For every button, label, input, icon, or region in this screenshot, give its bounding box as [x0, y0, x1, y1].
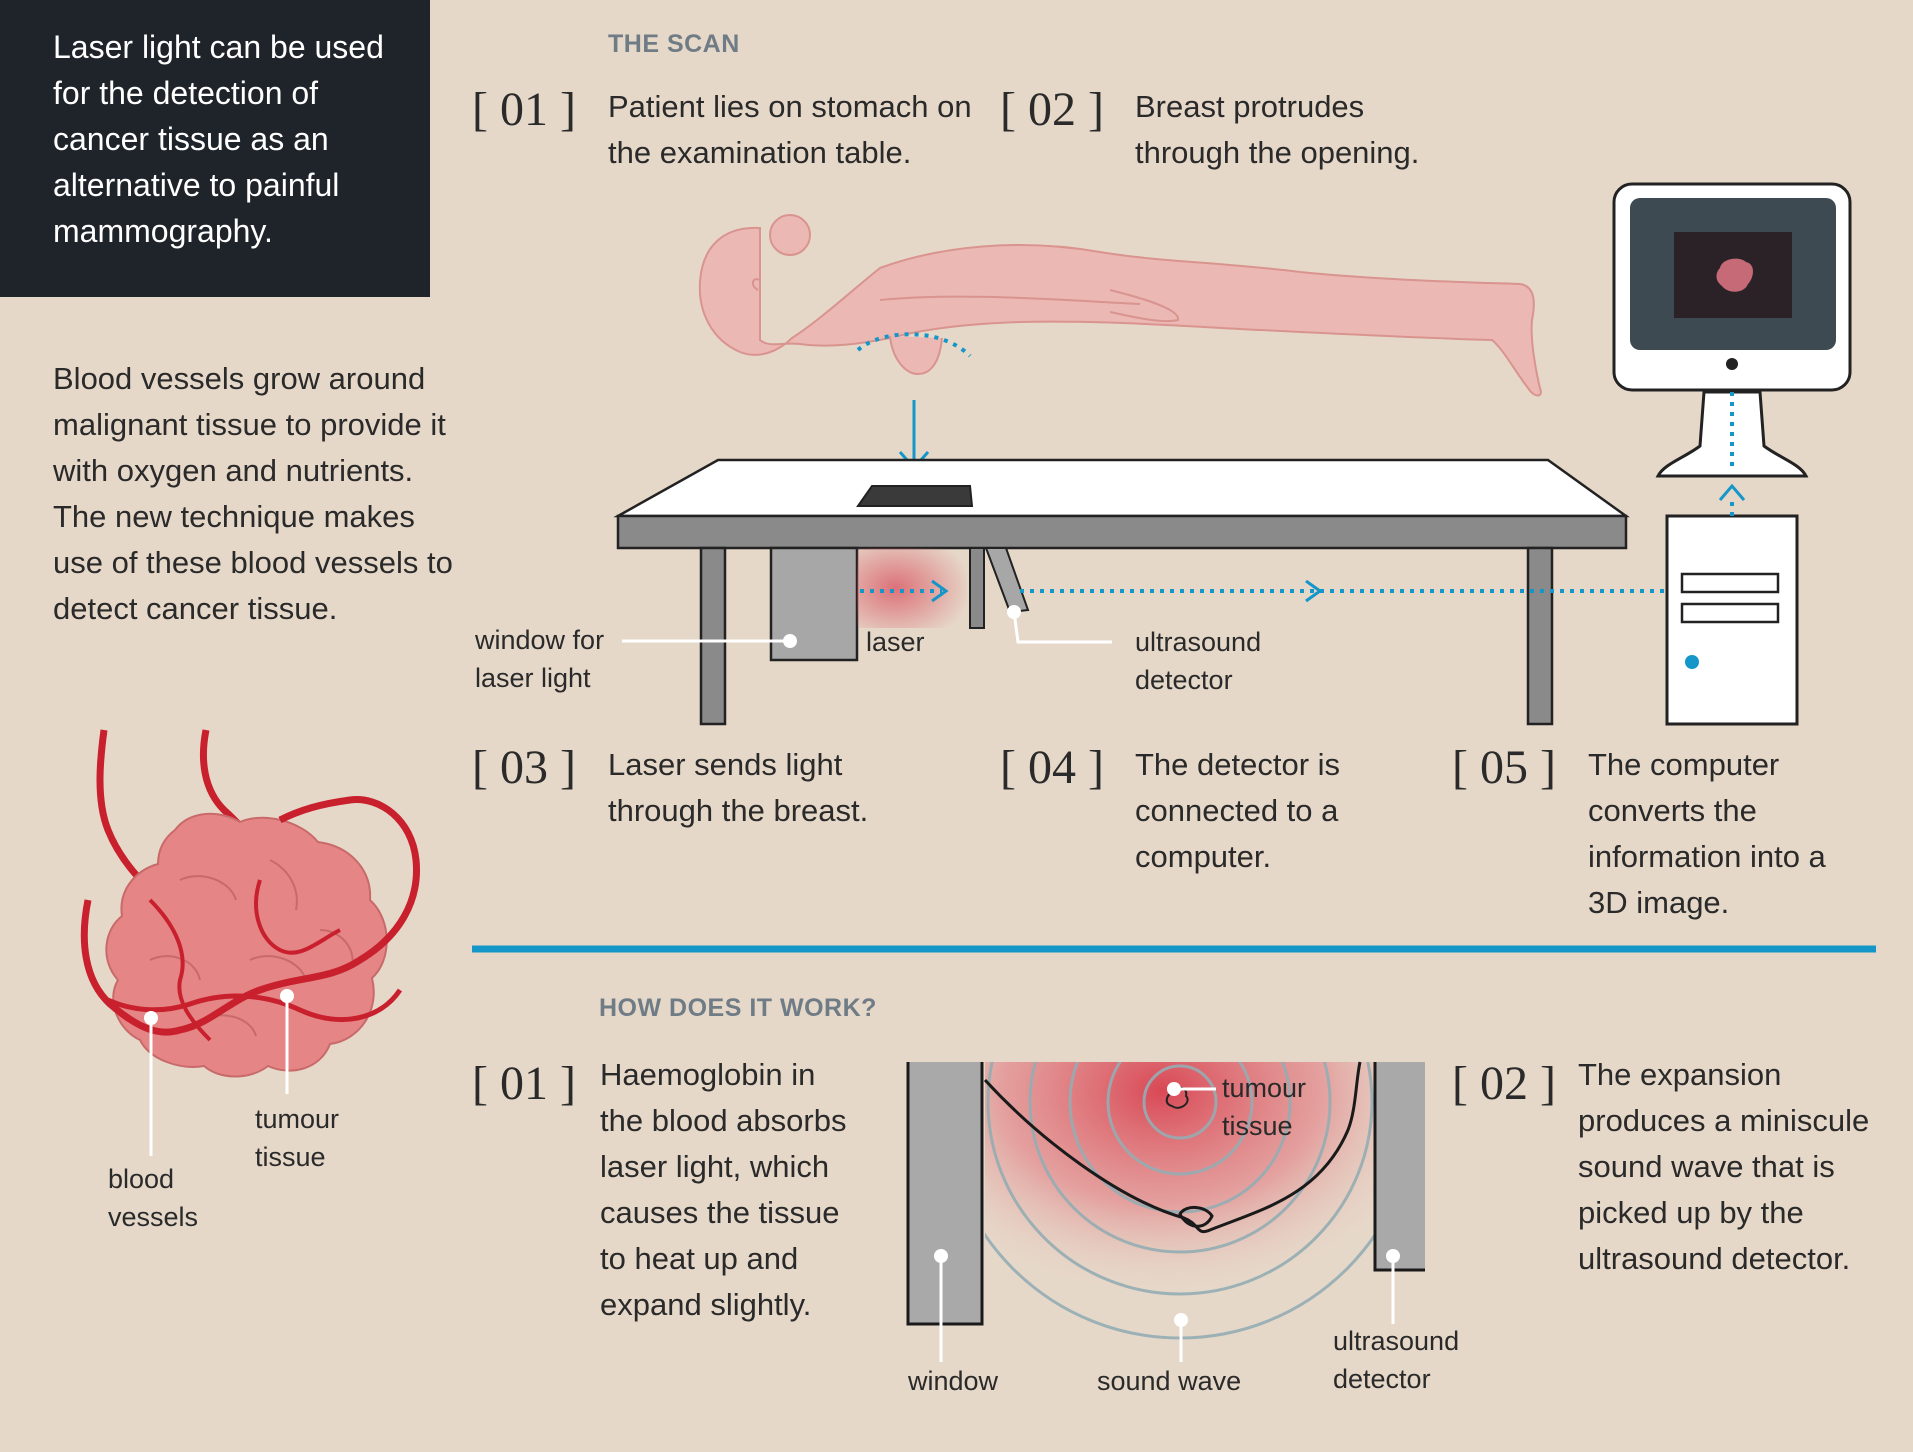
how-step-1-number: [ 01 ] [472, 1057, 576, 1110]
label-tumour-tissue: tumour tissue [255, 1104, 340, 1172]
intro-panel [0, 0, 430, 297]
how-heading: HOW DOES IT WORK? [599, 994, 877, 1022]
side-description: Blood vessels grow around malignant tiss… [53, 361, 453, 626]
label-window: window [908, 1366, 999, 1396]
label-how-detector: ultrasound detector [1333, 1326, 1460, 1394]
scan-step-3-number: [ 03 ] [472, 741, 576, 794]
sound-wave-diagram [906, 1061, 1425, 1362]
how-step-2-text: The expansion produces a miniscule sound… [1578, 1057, 1870, 1276]
label-ultrasound-detector: ultrasound detector [1135, 627, 1262, 695]
label-blood-vessels: blood vessels [108, 1164, 199, 1232]
intro-text: Laser light can be used for the detectio… [53, 29, 384, 249]
scan-step-5-number: [ 05 ] [1452, 741, 1556, 794]
computer-monitor-icon [1612, 182, 1852, 478]
scan-step-2-number: [ 02 ] [1000, 83, 1104, 136]
examination-table-icon [613, 458, 1668, 726]
patient-figure-icon [698, 214, 1542, 471]
scan-step-5-text: The computer converts the information in… [1588, 747, 1826, 920]
scan-step-2-text: Breast protrudes through the opening. [1135, 89, 1420, 170]
scan-step-1-text: Patient lies on stomach on the examinati… [608, 89, 972, 170]
scan-step-4-text: The detector is connected to a computer. [1135, 747, 1341, 874]
how-step-2-number: [ 02 ] [1452, 1057, 1556, 1110]
label-laser: laser [866, 627, 925, 657]
label-tumour: tumour tissue [1222, 1073, 1307, 1141]
computer-tower-icon [1665, 483, 1799, 726]
how-step-1-text: Haemoglobin in the blood absorbs laser l… [600, 1057, 847, 1322]
scan-step-3-text: Laser sends light through the breast. [608, 747, 869, 828]
label-window-laser-light: window for laser light [475, 625, 605, 693]
scan-step-1-number: [ 01 ] [472, 83, 576, 136]
scan-heading: THE SCAN [608, 30, 740, 58]
label-sound-wave: sound wave [1097, 1366, 1242, 1396]
tumour-vessels-icon [80, 729, 420, 1156]
scan-step-4-number: [ 04 ] [1000, 741, 1104, 794]
